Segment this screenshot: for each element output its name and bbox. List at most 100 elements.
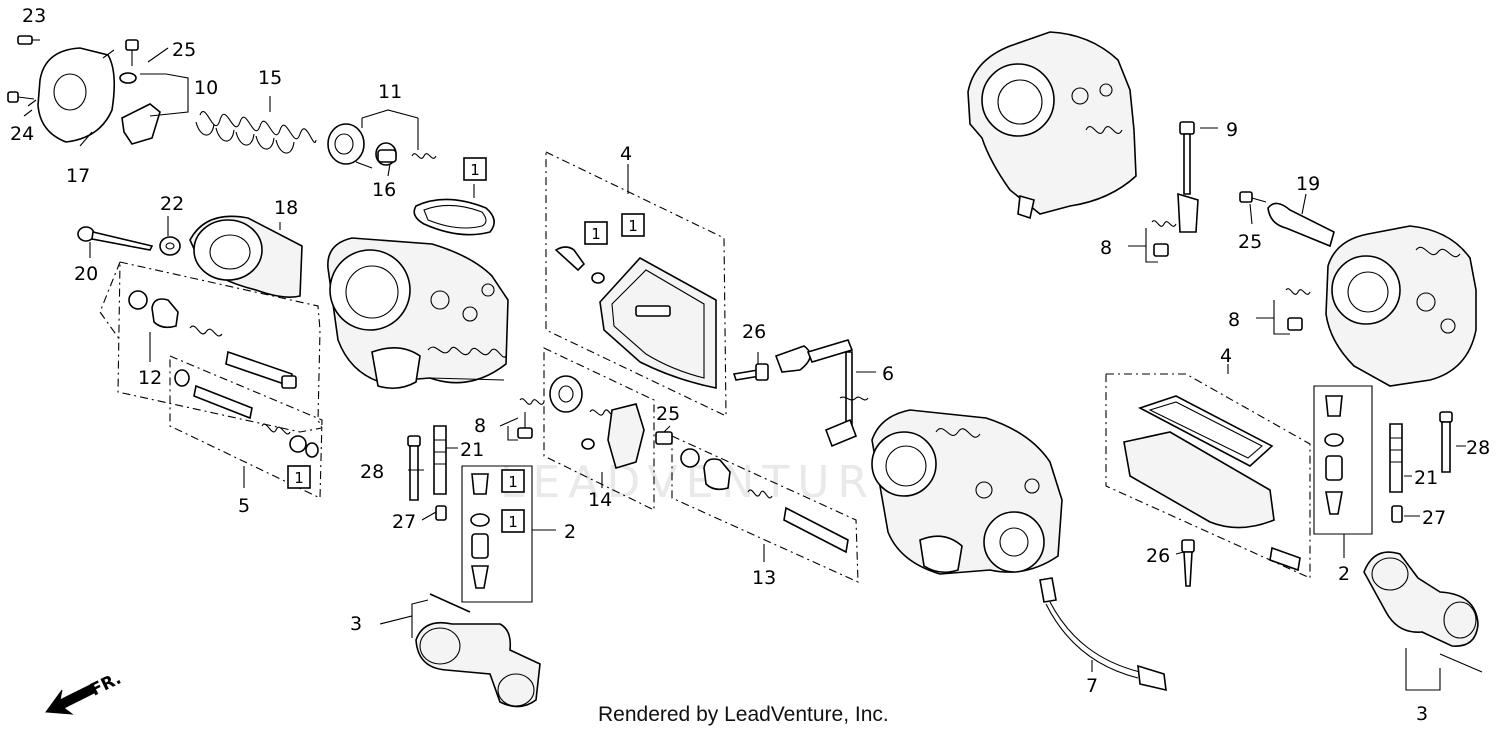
gasket-left: [413, 198, 495, 236]
callout-27-right: 27: [1422, 507, 1446, 529]
callout-28-left: 28: [360, 461, 384, 483]
callout-16: 16: [372, 179, 396, 201]
screw-8-right-b: [1285, 288, 1311, 331]
callout-13: 13: [752, 567, 776, 589]
callout-21-left: 21: [460, 439, 484, 461]
callout-8-right-a: 8: [1100, 237, 1112, 259]
callout-8-right-b: 8: [1228, 309, 1240, 331]
footer-credit: Rendered by LeadVenture, Inc.: [598, 703, 889, 726]
screw-25-top: [125, 39, 139, 66]
callout-4-center: 4: [620, 143, 632, 165]
svg-text:1: 1: [508, 473, 518, 491]
screw-23: [17, 35, 40, 45]
needle-assy-5: [174, 369, 319, 458]
carburetor-body-center: [871, 409, 1063, 575]
screw-8-center: [517, 398, 545, 439]
screw-24: [7, 91, 35, 103]
callout-18: 18: [274, 197, 298, 219]
callout-7: 7: [1086, 675, 1098, 697]
callout-26-right: 26: [1146, 545, 1170, 567]
front-direction-arrow: FR.: [45, 669, 124, 715]
valve-16: [375, 142, 397, 166]
watermark: LEADVENTURE: [500, 457, 912, 508]
callout-9: 9: [1226, 119, 1238, 141]
callout-27-left: 27: [392, 511, 416, 533]
svg-text:1: 1: [470, 161, 480, 179]
kit-box-5: [169, 355, 323, 499]
carburetor-body-right: [1325, 225, 1477, 387]
needle-jet-21-right: [1389, 423, 1403, 493]
kit-box-4-right: [1105, 373, 1311, 579]
holder-10: [119, 72, 161, 145]
lever-19: [1267, 202, 1335, 248]
accelerator-pump-14: [549, 375, 645, 469]
callout-4-right: 4: [1220, 345, 1232, 367]
screw-9: [1177, 121, 1199, 233]
washer-22: [159, 236, 181, 256]
callout-15: 15: [258, 67, 282, 89]
callout-numbers: 23 25 10 15 11 24 17 16 22 18 20 12 5 4 …: [10, 5, 1490, 725]
float-3-left: [415, 593, 541, 708]
carburetor-body-left: [327, 237, 509, 390]
screw-28-left: [407, 435, 421, 501]
callout-14: 14: [588, 489, 612, 511]
callout-12: 12: [138, 367, 162, 389]
boxed-label-1-b: 1: [584, 221, 608, 245]
kit-box-2-right: [1313, 385, 1373, 535]
carburetor-body-top-right: [967, 31, 1137, 220]
jet-27-right: [1391, 505, 1403, 523]
boxed-label-1-e: 1: [501, 469, 525, 493]
small-spring-11: [411, 153, 437, 159]
callout-2-right: 2: [1338, 563, 1350, 585]
kit-box-2-left: [461, 465, 533, 603]
spring-15: [195, 111, 317, 154]
callout-25-right: 25: [1238, 231, 1262, 253]
callout-5: 5: [238, 495, 250, 517]
air-cutoff-4-right: [1123, 395, 1301, 572]
cable-7: [1039, 577, 1167, 692]
svg-text:1: 1: [294, 469, 304, 487]
diaphragm-assy-11: [327, 123, 373, 169]
svg-text:1: 1: [628, 217, 638, 235]
callout-20: 20: [74, 263, 98, 285]
screw-26-right: [1181, 539, 1195, 587]
screw-25-center: [655, 431, 673, 445]
callout-6: 6: [882, 363, 894, 385]
screw-25-right: [1239, 191, 1267, 203]
vacuum-piston-18: [189, 215, 303, 298]
callout-26-center: 26: [742, 321, 766, 343]
boxed-label-1-c: 1: [621, 213, 645, 237]
jet-27-left: [435, 505, 447, 521]
callout-21-right: 21: [1414, 467, 1438, 489]
boxed-label-1-f: 1: [501, 509, 525, 533]
screw-28-right: [1439, 411, 1453, 473]
kit-box-13: [671, 435, 859, 583]
callout-24: 24: [10, 123, 34, 145]
screw-8-right-a: [1151, 220, 1177, 257]
front-label: FR.: [87, 669, 124, 701]
callout-17: 17: [66, 165, 90, 187]
callout-22: 22: [160, 193, 184, 215]
callout-11: 11: [378, 81, 402, 103]
callout-19: 19: [1296, 173, 1320, 195]
boxed-label-1-d: 1: [287, 465, 311, 489]
float-3-right: [1363, 551, 1483, 673]
throttle-link-6: [774, 339, 869, 448]
boxed-label-1-a: 1: [463, 157, 487, 181]
float-valve-2-left: [470, 473, 490, 589]
callout-28-right: 28: [1466, 437, 1490, 459]
kit-box-14: [543, 347, 655, 511]
callout-3-left: 3: [350, 613, 362, 635]
callout-25-top: 25: [172, 39, 196, 61]
callout-8-center: 8: [474, 415, 486, 437]
top-cover-17: [27, 47, 116, 143]
needle-20: [77, 226, 154, 251]
svg-text:1: 1: [508, 513, 518, 531]
screw-26-center: [732, 363, 769, 381]
jet-assy-12: [128, 290, 297, 389]
callout-3-right: 3: [1416, 703, 1428, 725]
callout-25-center: 25: [656, 403, 680, 425]
callout-2-left: 2: [564, 521, 576, 543]
needle-jet-21-left: [433, 425, 447, 495]
